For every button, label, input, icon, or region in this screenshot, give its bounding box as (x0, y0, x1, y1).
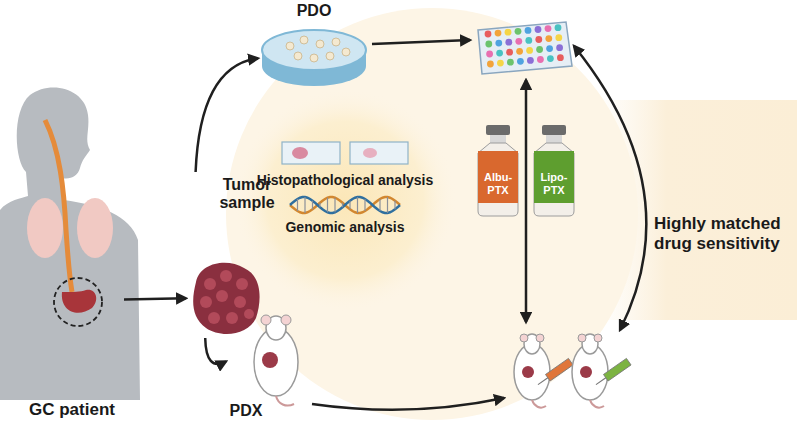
tumor-illustration (193, 263, 259, 334)
patient-node: GC patient (20, 150, 124, 422)
vial-outline (530, 125, 578, 217)
node-label: PDX (230, 402, 263, 420)
xenograft-node: PDX (226, 312, 310, 422)
flow-arrow (205, 338, 226, 364)
dna-helix (290, 197, 400, 213)
organoid-node: PDO (258, 0, 370, 94)
flow-arrow (196, 58, 258, 172)
cycle-disc (226, 8, 638, 420)
vial-outline (474, 125, 522, 217)
flow-arrow (124, 298, 186, 299)
patient-figure (0, 88, 140, 400)
treated-mice (514, 334, 631, 408)
analysis-label: Histopathological analysis (240, 172, 450, 189)
pdx-mouse (254, 315, 298, 406)
vial-label: Albu-PTX (477, 171, 519, 196)
node-label: GC patient (29, 400, 115, 420)
well-plate (478, 22, 572, 74)
drug-vial: Lipo-PTX (530, 125, 578, 217)
vial-label: Lipo-PTX (533, 171, 575, 196)
analysis-label: Genomic analysis (240, 219, 450, 236)
petri-dish (262, 30, 366, 86)
tumor-node: Tumor sample (186, 172, 282, 338)
node-label: PDO (297, 2, 332, 20)
histology-slides (282, 142, 408, 164)
drug-vial: Albu-PTX (474, 125, 522, 217)
conclusion-label: Highly matched drug sensitivity (654, 214, 792, 255)
